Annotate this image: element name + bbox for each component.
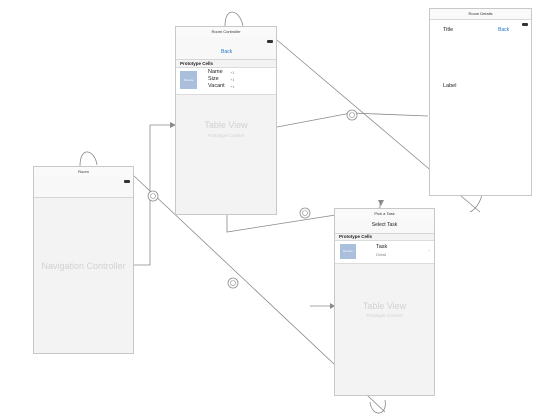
scene-title: Pick a Task — [374, 211, 395, 216]
navigation-controller-label: Navigation Controller — [41, 261, 126, 271]
navigation-bar: Select Task — [335, 219, 434, 234]
table-view-label: Table View — [362, 301, 407, 311]
row-key-size: Size — [208, 76, 219, 82]
scene-titlebar: Room Details — [430, 9, 531, 20]
prototype-cell[interactable]: Rooms Task Detail › — [335, 240, 434, 264]
battery-icon — [522, 23, 528, 26]
row-value-vacant: +1 — [230, 84, 235, 89]
table-view-sublabel: Prototype Content — [366, 313, 403, 318]
room-details-scene[interactable]: Room Details Title Back Label — [429, 8, 532, 196]
thumbnail-label: Rooms — [343, 249, 353, 253]
entry-loop-task[interactable] — [369, 399, 386, 414]
battery-icon — [267, 40, 273, 43]
navigation-bar — [34, 177, 133, 198]
cell-thumbnail: Rooms — [180, 71, 197, 89]
entry-loop-room[interactable] — [224, 11, 244, 27]
pick-task-scene[interactable]: Pick a Task Select Task Prototype Cells … — [334, 208, 435, 396]
segue-ring-icon — [147, 109, 358, 289]
row-value-size: +1 — [230, 77, 235, 82]
cell-thumbnail: Rooms — [340, 244, 356, 259]
row-value-name: +1 — [230, 70, 235, 75]
title-label: Title — [443, 27, 454, 33]
table-view-sublabel: Prototype Content — [207, 133, 245, 138]
navigation-bar: Back — [176, 37, 276, 60]
back-button[interactable]: Back — [221, 49, 233, 55]
room-controller-scene[interactable]: Room Controller Back Prototype Cells Roo… — [175, 26, 277, 215]
prototype-cells-label: Prototype Cells — [180, 61, 214, 66]
cell-subtitle: Detail — [376, 252, 387, 257]
prototype-cells-label: Prototype Cells — [339, 234, 373, 239]
navigation-controller-scene[interactable]: Room Navigation Controller — [33, 166, 134, 354]
row-key-name: Name — [208, 69, 223, 75]
cell-title: Task — [376, 244, 388, 250]
thumbnail-label: Rooms — [183, 78, 194, 82]
nav-title: Select Task — [371, 222, 398, 228]
chevron-right-icon: › — [428, 248, 430, 254]
scene-title: Room — [78, 169, 89, 174]
scene-title: Room Controller — [211, 29, 241, 34]
row-key-vacant: Vacant — [208, 83, 225, 89]
detail-label: Label — [443, 83, 457, 89]
battery-icon — [124, 180, 130, 183]
entry-loop-nav[interactable] — [79, 151, 98, 167]
table-view-label: Table View — [204, 120, 248, 130]
prototype-cell[interactable]: Rooms Name +1 Size +1 Vacant +1 — [176, 67, 276, 95]
back-button[interactable]: Back — [498, 27, 510, 33]
scene-title: Room Details — [468, 11, 493, 16]
